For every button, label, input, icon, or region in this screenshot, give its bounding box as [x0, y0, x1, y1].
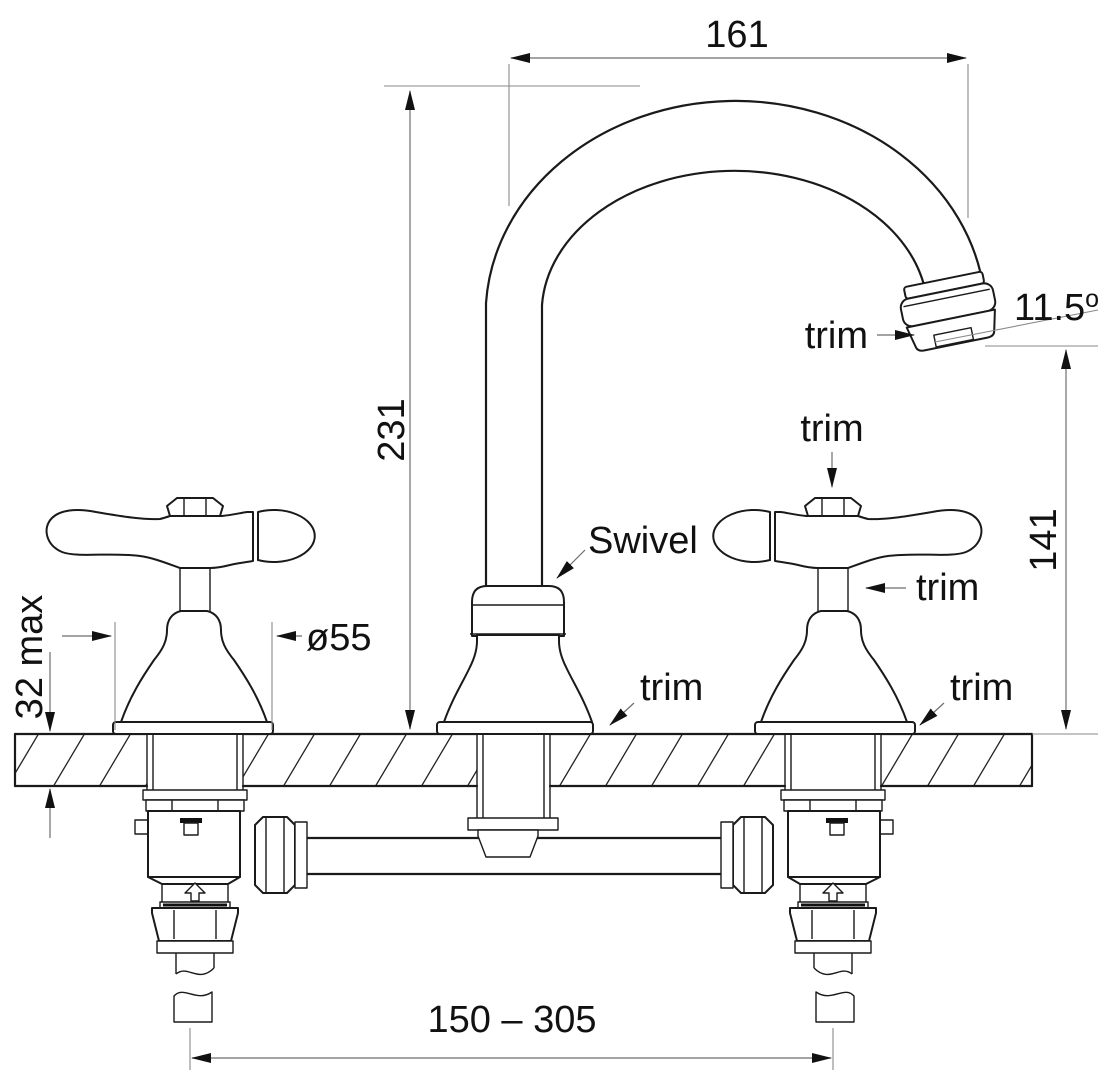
dimension-spout-reach: 161: [508, 14, 969, 218]
dimension-outlet-height: 141: [985, 345, 1098, 730]
dim-231-text: 231: [371, 398, 413, 461]
dimension-spout-height: 231: [371, 85, 640, 730]
dimension-outlet-angle: 11.5o: [934, 285, 1099, 343]
spout-outlet: [899, 270, 997, 352]
dim-dia55-text: ø55: [306, 617, 371, 659]
callout-trim-handle-side: trim: [865, 567, 979, 609]
handle-base-plate: [112, 721, 274, 735]
handle-bell-shroud: [120, 610, 268, 723]
trim-label-spout-base: trim: [640, 667, 703, 709]
swivel-collar: [471, 585, 565, 637]
dim-150-305-text: 150 – 305: [427, 999, 596, 1041]
callout-trim-handle-top: trim: [800, 408, 864, 488]
spout-shank: [467, 734, 559, 858]
aerator-outlet: [933, 326, 975, 348]
handle-knob: [257, 509, 316, 563]
trim-label-handle-top: trim: [800, 408, 863, 450]
spout: [436, 99, 997, 735]
cross-handle: [45, 509, 254, 569]
dim-141-text: 141: [1023, 508, 1065, 571]
callout-swivel: Swivel: [556, 520, 698, 579]
handle-assembly: [45, 497, 316, 735]
callout-trim-spout-outlet: trim: [805, 315, 915, 357]
dimension-inlet-centres: 150 – 305: [189, 999, 834, 1070]
trim-label-outlet: trim: [805, 315, 868, 357]
spout-bell-shroud: [443, 634, 593, 723]
swivel-label: Swivel: [588, 520, 698, 562]
handle-assembly-right: [712, 497, 983, 735]
dim-32max-text: 32 max: [9, 595, 51, 720]
dimension-deck-thickness: 32 max: [9, 595, 55, 838]
handle-cap-nut: [166, 497, 224, 517]
callout-trim-spout-base: trim: [609, 667, 703, 726]
trim-label-handle-base: trim: [950, 667, 1013, 709]
pipe-break-symbol: [173, 991, 213, 1023]
trim-label-handle-side: trim: [916, 567, 979, 609]
dimension-base-diameter: ø55: [62, 617, 371, 730]
callout-trim-handle-base: trim: [919, 667, 1013, 726]
worktop-section: [13, 732, 1098, 788]
spout-base-plate: [436, 721, 594, 735]
dim-161-text: 161: [705, 14, 768, 56]
valve-body-assembly: [134, 734, 308, 1023]
dim-angle-text: 11.5o: [1014, 285, 1099, 329]
handle-stem: [179, 568, 211, 614]
flow-direction-arrow: [184, 882, 206, 902]
